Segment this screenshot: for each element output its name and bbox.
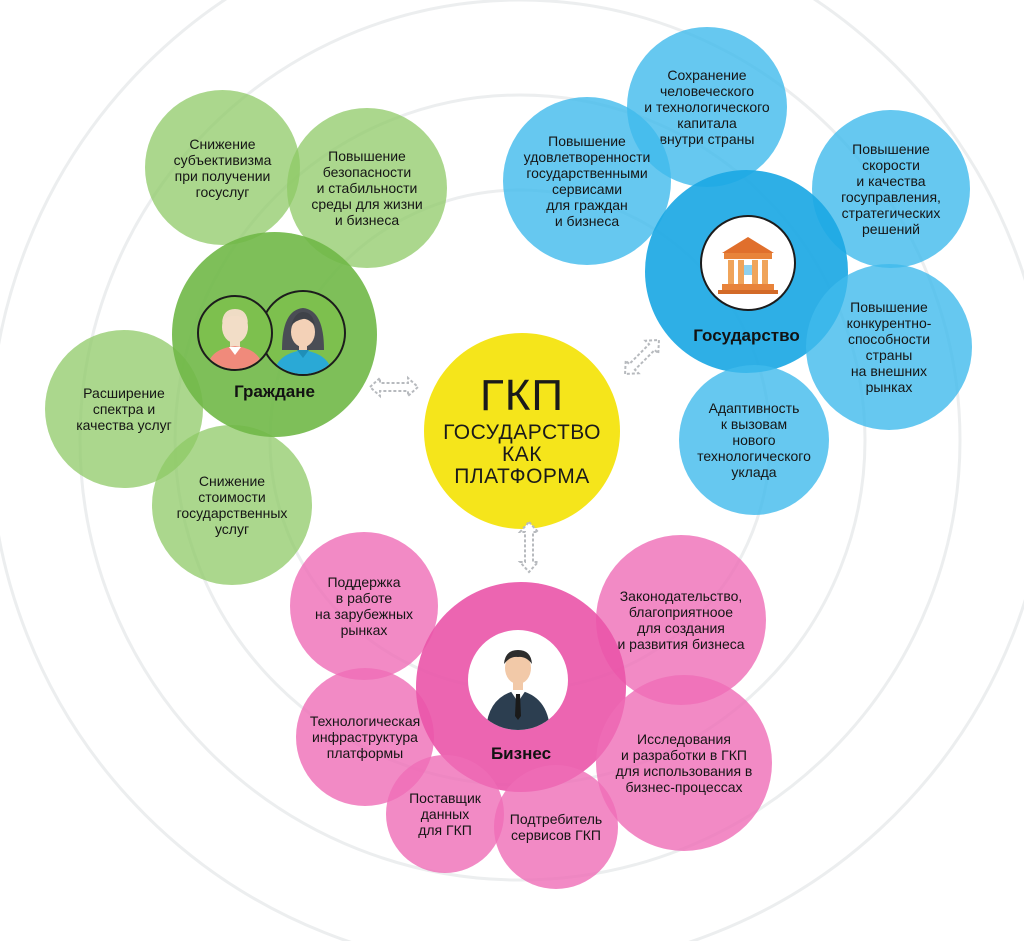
connector-citizens-center — [368, 375, 420, 399]
state-label: Государство — [693, 326, 800, 345]
state-item-4: Повышение конкурентно- способности стран… — [806, 264, 972, 430]
state-item-5: Адаптивность к вызовам нового технологич… — [679, 365, 829, 515]
woman-avatar-icon — [260, 290, 346, 376]
center-platform: ГКП ГОСУДАРСТВО КАК ПЛАТФОРМА — [424, 333, 620, 529]
business-item-3-text: Технологическая инфраструктура платформы — [309, 713, 421, 761]
state-item-4-text: Повышение конкурентно- способности стран… — [846, 299, 932, 395]
business-item-1: Поддержка в работе на зарубежных рынках — [290, 532, 438, 680]
connector-business-center — [517, 520, 541, 574]
citizens-item-4-text: Снижение стоимости государственных услуг — [176, 473, 288, 537]
state-item-3-text: Повышение скорости и качества госуправле… — [841, 141, 941, 237]
business-item-5: Поставщик данных для ГКП — [386, 755, 504, 873]
center-subtitle: ГОСУДАРСТВО КАК ПЛАТФОРМА — [443, 421, 601, 488]
connector-state-center — [623, 338, 661, 376]
citizens-hub: Граждане — [172, 232, 377, 437]
business-item-4-text: Исследования и разработки в ГКП для испо… — [615, 731, 753, 795]
government-building-icon — [700, 215, 796, 311]
center-title: ГКП — [479, 371, 565, 420]
citizens-item-4: Снижение стоимости государственных услуг — [152, 425, 312, 585]
state-item-2-text: Повышение удовлетворенности государствен… — [523, 133, 651, 229]
citizens-item-3-text: Расширение спектра и качества услуг — [76, 385, 172, 433]
citizens-item-1-text: Снижение субъективизма при получении гос… — [173, 135, 272, 200]
business-item-1-text: Поддержка в работе на зарубежных рынках — [314, 574, 414, 638]
business-item-2-text: Законодательство, благоприятноое для соз… — [617, 588, 745, 652]
businessman-icon — [468, 630, 568, 730]
business-item-6: Подтребитель сервисов ГКП — [494, 765, 618, 889]
state-item-1-text: Сохранение человеческого и технологическ… — [644, 67, 770, 147]
state-item-2: Повышение удовлетворенности государствен… — [503, 97, 671, 265]
business-item-6-text: Подтребитель сервисов ГКП — [509, 811, 603, 843]
business-item-5-text: Поставщик данных для ГКП — [409, 790, 481, 838]
state-item-5-text: Адаптивность к вызовам нового технологич… — [697, 400, 811, 480]
business-item-4: Исследования и разработки в ГКП для испо… — [596, 675, 772, 851]
business-label: Бизнес — [490, 744, 552, 763]
citizens-item-2-text: Повышение безопасности и стабильности ср… — [311, 148, 423, 228]
citizens-item-1: Снижение субъективизма при получении гос… — [145, 90, 300, 245]
citizens-label: Граждане — [234, 382, 315, 401]
man-avatar-icon — [197, 295, 273, 371]
